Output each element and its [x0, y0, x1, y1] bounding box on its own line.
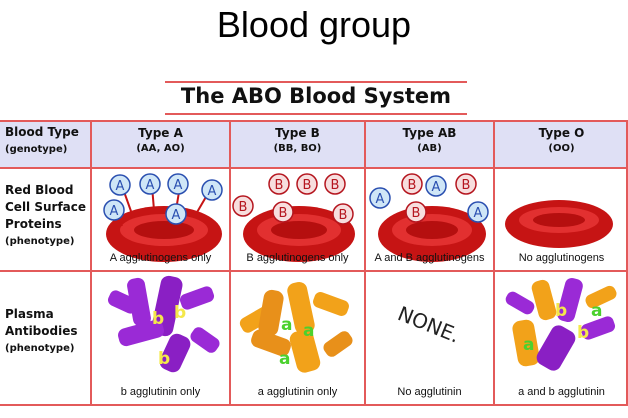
- column-type-a: Type A: [138, 126, 183, 140]
- grid-line: [90, 120, 92, 406]
- antigen-label: A: [474, 206, 483, 221]
- plasma-antibodies-label: Plasma Antibodies (phenotype): [0, 306, 92, 386]
- column-header-o: Type O (OO): [495, 120, 628, 168]
- antigen-label: A: [376, 192, 385, 207]
- anti-a-and-anti-b-antibodies: a a b b: [505, 277, 617, 371]
- antibody-label: b: [555, 301, 567, 321]
- surface-label-sub: (phenotype): [5, 236, 75, 247]
- antigen-label: A: [116, 179, 125, 194]
- header-row: [0, 120, 628, 168]
- surface-proteins-label: Red Blood Cell Surface Proteins (phenoty…: [0, 182, 92, 282]
- system-title: The ABO Blood System: [180, 84, 452, 108]
- surface-label-line1: Red Blood: [5, 183, 74, 197]
- column-genotype-a: (AA, AO): [136, 143, 185, 154]
- caption-a-agglutinin: b agglutinin only: [120, 386, 201, 398]
- antigen-markers-a: A A A A A A: [103, 173, 223, 227]
- column-genotype-o: (OO): [548, 143, 575, 154]
- antibody-label: a: [279, 349, 290, 369]
- grid-line: [229, 120, 231, 406]
- grid-line: [0, 167, 628, 169]
- antibody-label: a: [591, 301, 602, 321]
- grid-line: [0, 270, 628, 272]
- type-a-cell-illustration: A A A A A A: [103, 173, 223, 262]
- header-label: Blood Type (genotype): [0, 124, 90, 168]
- caption-ab-agglutinogens: A and B agglutinogens: [374, 252, 485, 264]
- antigen-label: B: [239, 200, 248, 215]
- antibody-label: b: [158, 349, 170, 369]
- antigen-label: A: [208, 184, 217, 199]
- column-genotype-b: (BB, BO): [273, 143, 322, 154]
- type-b-cell-illustration: B B B B B B: [232, 173, 355, 262]
- antigen-markers-b: B B B B B B: [232, 173, 354, 225]
- antibody-label: b: [174, 303, 186, 323]
- grid-line: [0, 404, 628, 406]
- grid-line: [0, 120, 628, 122]
- slide-title: Blood group: [216, 4, 412, 45]
- antigen-label: B: [462, 178, 471, 193]
- antigen-label: A: [432, 180, 441, 195]
- column-header-b: Type B (BB, BO): [231, 120, 364, 168]
- abo-table: Blood Type (genotype) Type A (AA, AO) Ty…: [0, 120, 628, 406]
- antigen-label: B: [303, 178, 312, 193]
- title-bottom-rule: [165, 113, 467, 115]
- type-o-cell-illustration: [505, 200, 613, 248]
- none-label: NONE.: [394, 301, 463, 347]
- antigen-label: B: [412, 206, 421, 221]
- system-title-block: The ABO Blood System: [165, 81, 467, 115]
- caption-o-agglutinogens: No agglutinogens: [518, 252, 605, 264]
- surface-label-line3: Proteins: [5, 217, 62, 231]
- type-ab-antibody-illustration: NONE.: [394, 301, 463, 347]
- antigen-label: B: [408, 178, 417, 193]
- anti-a-antibodies: a a a: [239, 281, 353, 373]
- type-o-antibody-illustration: a a b b: [505, 277, 617, 371]
- caption-b-agglutinin: a agglutinin only: [257, 386, 338, 398]
- grid-line: [493, 120, 495, 406]
- type-a-antibody-illustration: b b b: [107, 275, 220, 373]
- antigen-label: A: [110, 204, 119, 219]
- caption-o-agglutinin: a and b agglutinin: [518, 386, 605, 398]
- column-header-a: Type A (AA, AO): [92, 120, 229, 168]
- antigen-label: A: [172, 208, 181, 223]
- antigen-label: B: [279, 206, 288, 221]
- antigen-label: A: [146, 178, 155, 193]
- blood-type-label: Blood Type: [5, 125, 79, 139]
- antigen-label: B: [331, 178, 340, 193]
- grid-line: [364, 120, 366, 406]
- anti-b-antibodies: b b b: [107, 275, 220, 373]
- antigen-label: B: [339, 208, 348, 223]
- plasma-label-line2: Antibodies: [5, 324, 78, 338]
- antibody-label: a: [281, 315, 292, 335]
- caption-ab-agglutinin: No agglutinin: [397, 386, 462, 398]
- column-genotype-ab: (AB): [417, 143, 442, 154]
- antibody-label: b: [152, 309, 164, 329]
- caption-a-agglutinogens: A agglutinogens only: [109, 252, 212, 264]
- antigen-label: B: [275, 178, 284, 193]
- antigen-markers-ab: B A B A B A: [369, 173, 489, 223]
- plasma-label-line1: Plasma: [5, 307, 54, 321]
- antibody-label: a: [523, 335, 534, 355]
- surface-label-line2: Cell Surface: [5, 200, 87, 214]
- column-header-ab: Type AB (AB): [366, 120, 493, 168]
- grid-line: [626, 120, 628, 406]
- column-type-b: Type B: [275, 126, 320, 140]
- column-type-o: Type O: [538, 126, 585, 140]
- title-top-rule: [165, 81, 467, 83]
- antibody-label: b: [577, 323, 589, 343]
- column-type-ab: Type AB: [402, 126, 457, 140]
- caption-b-agglutinogens: B agglutinogens only: [246, 252, 349, 264]
- type-b-antibody-illustration: a a a: [239, 281, 353, 373]
- antigen-label: A: [174, 178, 183, 193]
- antibody-label: a: [303, 321, 314, 341]
- plasma-label-sub: (phenotype): [5, 343, 75, 354]
- genotype-label: (genotype): [5, 144, 68, 155]
- type-ab-cell-illustration: B A B A B A: [369, 173, 489, 262]
